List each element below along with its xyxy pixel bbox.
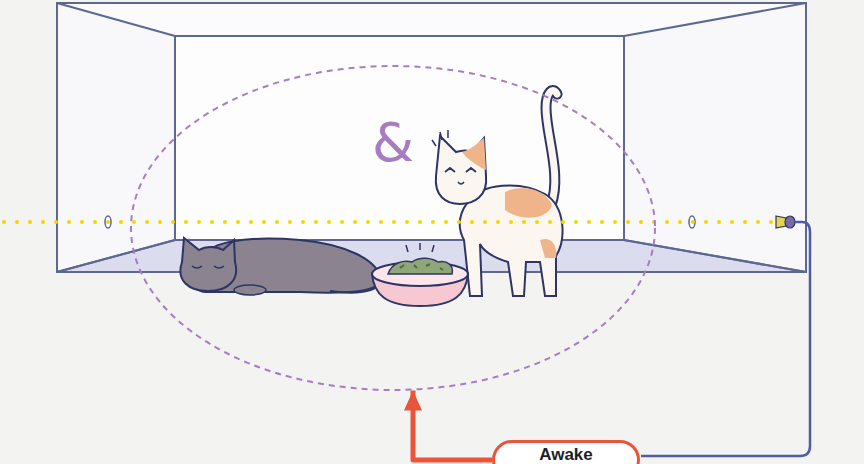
- closed-eyes: [192, 266, 224, 268]
- calico-tail-outline: [546, 90, 557, 205]
- calico-head: [436, 136, 486, 204]
- calico-patch: [540, 239, 556, 258]
- left-wall: [57, 3, 175, 272]
- food-bits: [400, 264, 443, 270]
- signal-arrow: [413, 391, 492, 460]
- cat-mouth: [458, 182, 464, 184]
- calico-body: [460, 185, 563, 296]
- operator-symbol: &: [130, 113, 656, 173]
- box-edge: [57, 3, 175, 36]
- signal-wire: [641, 222, 810, 456]
- calico-tail: [546, 90, 557, 205]
- condition-ellipse: &: [130, 65, 656, 391]
- sleeping-cat-head: [180, 238, 236, 291]
- light-beam: [4, 220, 776, 224]
- sniff-marks: [432, 130, 448, 146]
- box-edge: [624, 240, 806, 272]
- right-wall: [624, 3, 806, 272]
- detector-cap: [785, 216, 795, 228]
- cat-paw: [234, 285, 266, 295]
- calico-patch: [505, 188, 552, 218]
- box-frame: [57, 3, 806, 272]
- happy-eyes: [445, 168, 476, 172]
- cat-food: [388, 258, 452, 274]
- state-label: Awake: [495, 443, 637, 464]
- smell-marks: [406, 243, 434, 252]
- calico-patch: [462, 138, 486, 170]
- box-edge: [624, 3, 806, 36]
- dashed-ellipse: [131, 66, 655, 390]
- box-edge: [57, 240, 175, 272]
- state-callout: Awake: [492, 440, 640, 464]
